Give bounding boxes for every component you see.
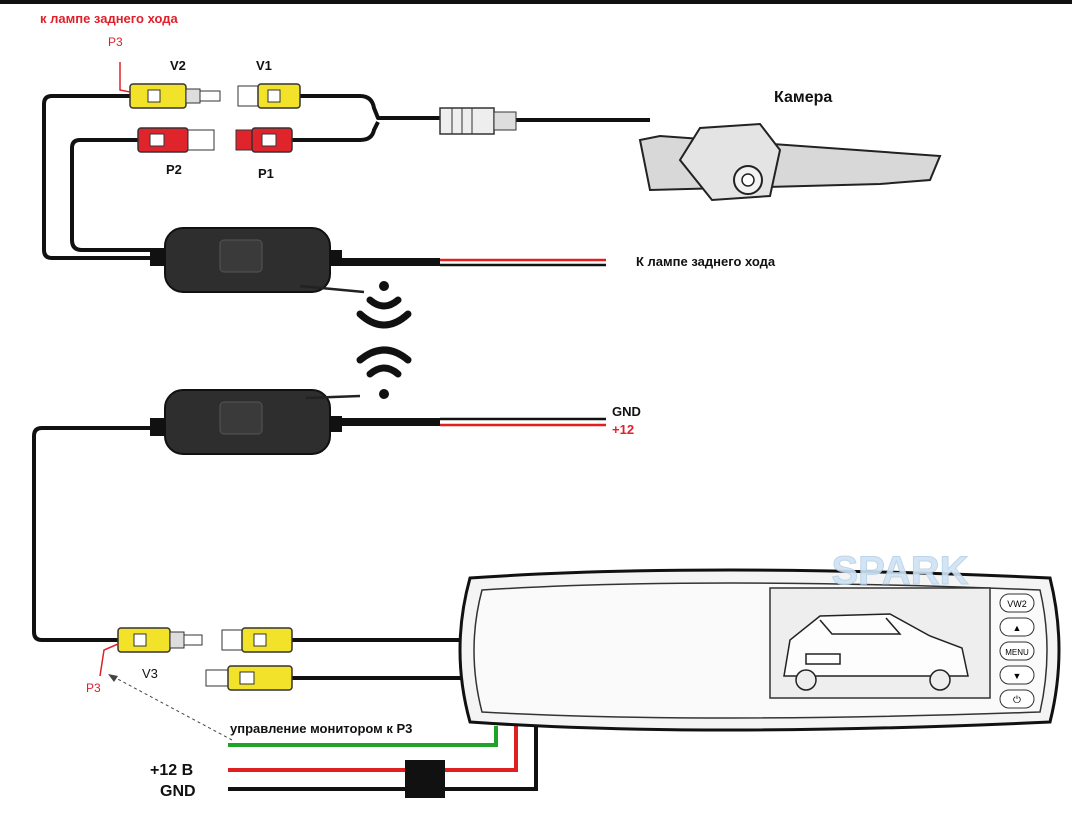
rca-v3-connector	[117, 627, 203, 653]
control-arrow-head	[108, 674, 118, 682]
gnd-mid-label: GND	[612, 404, 641, 419]
mode-button[interactable]	[999, 593, 1035, 613]
car-preview-image	[783, 613, 969, 691]
rca-monitor-wires	[292, 638, 462, 680]
p3-top-pointer	[119, 62, 131, 93]
camera-label: Камера	[774, 89, 832, 106]
receiver-to-v3-wire	[32, 426, 150, 642]
camera-plug	[439, 107, 517, 135]
v2-label: V2	[170, 58, 186, 73]
down-button-label: ▼	[1013, 671, 1022, 681]
rca-p2-connector	[137, 127, 215, 153]
up-button[interactable]	[999, 617, 1035, 637]
top-wires	[42, 94, 650, 260]
power-wire-mid	[340, 417, 606, 427]
rca-monitor-video-in	[221, 627, 293, 653]
reverse-lamp-label: К лампе заднего хода	[636, 254, 776, 269]
rca-v2-connector	[129, 83, 221, 109]
v3-label: V3	[142, 666, 158, 681]
plus12-bottom-label: +12 В	[150, 762, 193, 779]
power-button-label: ⏻	[1013, 695, 1021, 706]
rca-p1-connector	[235, 127, 293, 153]
p3-bottom-pointer	[99, 643, 119, 677]
top-note-label: к лампе заднего хода	[40, 11, 178, 26]
watermark-text: SPARK	[831, 549, 968, 593]
wireless-receiver	[150, 389, 361, 455]
p1-label: P1	[258, 166, 274, 181]
p3-top-label: P3	[108, 35, 123, 49]
rca-v1-connector	[237, 83, 301, 109]
down-button[interactable]	[999, 665, 1035, 685]
power-button[interactable]	[999, 689, 1035, 709]
v1-label: V1	[256, 58, 272, 73]
reverse-lamp-wire	[340, 258, 606, 267]
up-button-label: ▲	[1013, 623, 1022, 633]
camera-device	[638, 122, 942, 202]
p3-bottom-label: P3	[86, 681, 101, 695]
gnd-bottom-label: GND	[160, 783, 196, 800]
monitor-power-wires	[228, 726, 538, 791]
menu-button[interactable]	[999, 641, 1035, 661]
rearview-mirror-monitor: SPARK VW2 ▲ MENU ▼ ⏻	[458, 549, 1061, 732]
menu-button-label: MENU	[1005, 648, 1029, 657]
fuse-block	[405, 760, 445, 798]
wireless-transmitter	[150, 227, 365, 294]
rca-monitor-video-in-2	[205, 665, 293, 691]
monitor-buttons: VW2 ▲ MENU ▼ ⏻	[999, 593, 1035, 709]
control-pointer-arrow	[111, 675, 233, 741]
top-border	[0, 0, 1072, 4]
p2-label: P2	[166, 162, 182, 177]
wifi-signal-icon	[356, 281, 412, 399]
plus12-mid-label: +12	[612, 422, 634, 437]
monitor-control-label: управление монитором к P3	[230, 721, 412, 736]
mode-button-label: VW2	[1007, 599, 1027, 609]
